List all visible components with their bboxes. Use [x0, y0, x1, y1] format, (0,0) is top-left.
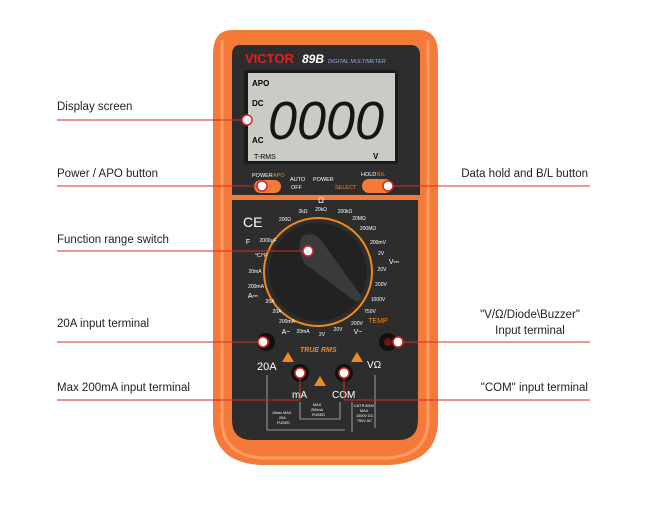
dial-range-label: 200V — [375, 282, 387, 288]
svg-text:10sec MAX: 10sec MAX — [272, 411, 292, 415]
label-function-switch: Function range switch — [57, 234, 169, 246]
dial-range-label: 20V — [378, 267, 388, 273]
svg-text:TRUE RMS: TRUE RMS — [300, 347, 337, 354]
svg-text:OFF: OFF — [291, 185, 303, 191]
dial-range-label: 20kΩ — [315, 207, 327, 213]
svg-text:750V AC: 750V AC — [357, 419, 372, 423]
dial-ring — [263, 217, 373, 327]
label-v-terminal-1: "V/Ω/Diode\Buzzer" — [480, 309, 580, 321]
callout-dots — [241, 114, 404, 379]
label-20a-terminal: 20A input terminal — [57, 318, 150, 330]
dial-range-label: 20A — [273, 309, 283, 315]
svg-text:V⎓: V⎓ — [389, 259, 400, 266]
svg-text:DIGITAL MULTIMETER: DIGITAL MULTIMETER — [328, 59, 386, 65]
label-power-apo: Power / APO button — [57, 168, 159, 180]
label-data-hold: Data hold and B/L button — [461, 168, 588, 180]
svg-text:TEMP: TEMP — [368, 318, 388, 325]
svg-text:FUSED: FUSED — [277, 421, 290, 425]
svg-text:AUTO: AUTO — [290, 177, 306, 183]
svg-text:APO: APO — [273, 173, 285, 179]
label-200ma-terminal: Max 200mA input terminal — [57, 382, 190, 394]
svg-text:A⎓: A⎓ — [248, 293, 259, 300]
svg-text:CAT Ⅱ 600V: CAT Ⅱ 600V — [354, 404, 375, 408]
svg-text:DC: DC — [252, 99, 264, 108]
dial-range-label: 200mA — [248, 284, 265, 290]
svg-text:POWER: POWER — [313, 177, 334, 183]
dial-range-label: 200Ω — [279, 217, 291, 223]
dial-range-label: 2kΩ — [298, 209, 307, 215]
svg-text:89B: 89B — [302, 52, 324, 66]
dial-range-label: 20mA — [296, 329, 310, 335]
svg-text:1000V DC: 1000V DC — [356, 414, 374, 418]
dial-range-label: 200MΩ — [360, 226, 377, 232]
svg-text:VΩ: VΩ — [367, 360, 382, 371]
lcd-reading: 0000 — [268, 91, 384, 151]
svg-text:F: F — [246, 239, 250, 246]
dial-range-label: 2000μF — [259, 238, 276, 244]
lcd-screen — [248, 73, 395, 161]
svg-text:V: V — [373, 152, 379, 161]
dial-range-label: 200mV — [370, 240, 387, 246]
label-v-terminal-2: Input terminal — [495, 325, 565, 337]
dial-range-label: 750V — [364, 309, 376, 315]
brand-logo: VICTOR — [245, 51, 294, 66]
svg-text:MAX: MAX — [360, 409, 369, 413]
svg-text:APO: APO — [252, 79, 269, 88]
dial-range-label: 200V — [351, 321, 363, 327]
svg-text:AC: AC — [252, 136, 264, 145]
svg-text:20A: 20A — [257, 361, 277, 373]
dial-range-label: 200mA — [279, 319, 296, 325]
svg-text:HOLD: HOLD — [361, 172, 376, 178]
svg-text:SELECT: SELECT — [335, 185, 357, 191]
svg-text:CE: CE — [243, 214, 262, 230]
label-display-screen: Display screen — [57, 101, 133, 113]
dial-range-label: 20V — [334, 327, 344, 333]
dial-range-label: °C/°F — [255, 253, 267, 259]
dial-range-label: 20mA — [248, 269, 262, 275]
svg-text:Ω: Ω — [318, 196, 324, 205]
svg-text:MAX: MAX — [313, 403, 322, 407]
callout-lines — [57, 119, 590, 401]
svg-text:20A: 20A — [279, 416, 286, 420]
dial-range-label: 20MΩ — [352, 216, 366, 222]
svg-text:200mA: 200mA — [311, 408, 323, 412]
dial-range-label: 2V — [319, 332, 326, 338]
dial-range-label: 200kΩ — [338, 209, 353, 215]
dial-range-label: 1000V — [371, 297, 386, 303]
svg-text:A~: A~ — [282, 329, 291, 336]
svg-text:T-RMS: T-RMS — [254, 154, 276, 161]
svg-text:POWER: POWER — [252, 173, 273, 179]
svg-text:V~: V~ — [354, 329, 363, 336]
svg-text:B/L: B/L — [377, 172, 385, 178]
dial-range-label: 20A — [266, 299, 276, 305]
dial-range-label: 2V — [378, 251, 385, 257]
svg-text:FUSED: FUSED — [312, 413, 325, 417]
label-com-terminal: "COM" input terminal — [480, 382, 588, 394]
